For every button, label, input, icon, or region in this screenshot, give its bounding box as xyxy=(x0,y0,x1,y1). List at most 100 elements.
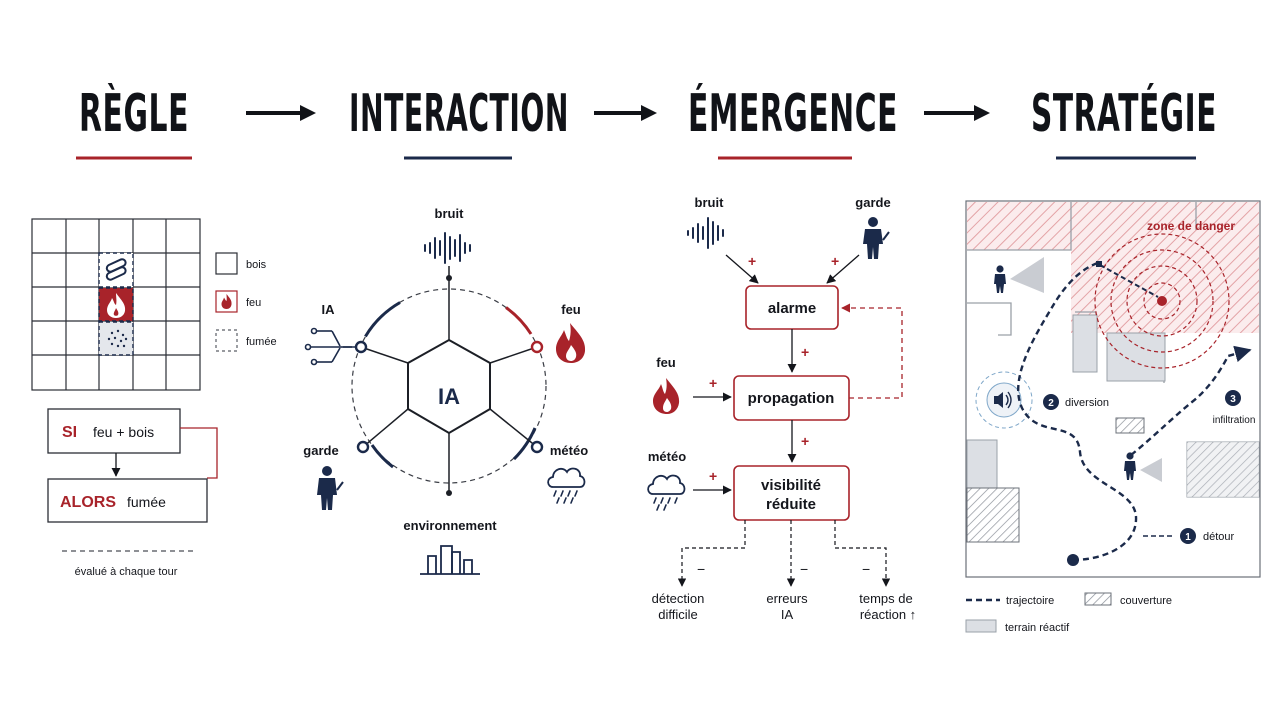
minus-sign: − xyxy=(697,561,705,577)
flame-icon xyxy=(556,323,586,363)
guard-figure-icon xyxy=(863,217,890,259)
output-label-erreurs-2: IA xyxy=(781,607,794,622)
rule-footnote: évalué à chaque tour xyxy=(75,566,178,578)
si-keyword: SI xyxy=(62,424,77,441)
guard-sight-line xyxy=(1099,264,1159,298)
step-title-strategie: STRATÉGIE xyxy=(1031,83,1217,144)
rule-condition-box: SI feu + bois xyxy=(47,408,181,454)
infiltration-path xyxy=(1130,345,1252,456)
cover-area xyxy=(1187,442,1259,497)
output-label-detection-1: détection xyxy=(652,591,705,606)
rule-result-box: ALORS fumée xyxy=(47,478,208,523)
wood-cell xyxy=(98,252,134,288)
cover-area xyxy=(1115,417,1145,434)
flame-icon xyxy=(653,378,680,414)
danger-hatch-area xyxy=(967,202,1071,250)
arc-segment-ia xyxy=(364,301,401,338)
step-label-infiltration: infiltration xyxy=(1213,415,1256,426)
speaker-icon xyxy=(994,391,1012,409)
start-point xyxy=(1067,554,1079,566)
interaction-panel: IA bruit IA feu xyxy=(303,206,588,575)
step-number-2: 2 xyxy=(1048,398,1054,409)
guard-figure-icon xyxy=(317,466,344,510)
emergence-label-meteo: météo xyxy=(648,449,686,464)
legend-label-bois: bois xyxy=(246,259,267,271)
sound-radius-inner xyxy=(986,382,1022,418)
reactive-terrain-block xyxy=(1106,332,1166,382)
fire-cell xyxy=(98,287,134,322)
node-propagation: propagation xyxy=(733,375,850,421)
alors-keyword: ALORS xyxy=(60,494,116,511)
right-arrow-icon xyxy=(246,105,316,121)
interaction-label-ia: IA xyxy=(322,302,336,317)
guard-figure-icon xyxy=(994,265,1006,293)
node-dot-feu xyxy=(530,340,544,354)
step-title-regle: RÈGLE xyxy=(79,83,189,144)
strategy-panel: zone de danger 1 détour xyxy=(965,200,1261,634)
emergence-label-garde: garde xyxy=(855,195,890,210)
vision-cone xyxy=(1140,458,1162,482)
legend-label-trajectoire: trajectoire xyxy=(1006,595,1054,607)
interaction-label-environnement: environnement xyxy=(403,518,497,533)
city-buildings-icon xyxy=(420,545,480,575)
danger-zone-rings xyxy=(1094,233,1230,369)
node-dot-ia xyxy=(354,340,368,354)
plus-sign: + xyxy=(709,468,717,484)
strategy-legend: trajectoire couverture terrain réactif xyxy=(965,592,1172,634)
step-badge-2 xyxy=(1043,394,1059,410)
step-badge-3 xyxy=(1225,390,1241,406)
interaction-dashed-circle xyxy=(351,288,547,484)
plus-sign: + xyxy=(801,344,809,360)
step-title-interaction: INTERACTION xyxy=(349,84,569,144)
arc-segment-meteo xyxy=(512,427,537,461)
node-propagation-label: propagation xyxy=(748,390,835,407)
si-condition: feu + bois xyxy=(93,424,154,440)
reactive-terrain-block xyxy=(1072,314,1098,373)
legend-swatch-fumee xyxy=(215,329,238,352)
output-label-temps-1: temps de xyxy=(859,591,912,606)
output-label-temps-2: réaction ↑ xyxy=(860,607,916,622)
neural-network-icon xyxy=(304,327,352,366)
rule-feedback-line xyxy=(180,427,218,479)
arrow-garde-alarme xyxy=(826,254,860,284)
step-number-1: 1 xyxy=(1185,532,1191,543)
output-label-erreurs-1: erreurs xyxy=(766,591,808,606)
node-visibilite-label-1: visibilité xyxy=(761,477,821,494)
interaction-label-garde: garde xyxy=(303,443,338,458)
vision-cone xyxy=(1010,257,1044,293)
right-arrow-icon xyxy=(924,105,990,121)
rain-cloud-icon xyxy=(547,467,586,504)
legend-label-feu: feu xyxy=(246,297,261,309)
emergence-panel: bruit garde + + alarme + propagation feu xyxy=(647,195,916,622)
feedback-loop-arrow xyxy=(841,303,903,399)
node-dot-meteo xyxy=(530,440,544,454)
danger-center-dot xyxy=(1157,296,1167,306)
rule-legend: bois feu fumée xyxy=(215,252,277,352)
wood-logs-icon xyxy=(105,258,127,281)
emergence-label-feu: feu xyxy=(656,355,676,370)
step-title-emergence: ÉMERGENCE xyxy=(688,83,898,144)
node-alarme-label: alarme xyxy=(768,300,816,317)
sound-wave-icon xyxy=(424,232,471,264)
emergence-label-bruit: bruit xyxy=(695,195,725,210)
plus-sign: + xyxy=(831,253,839,269)
node-dot-environnement xyxy=(446,490,452,496)
arc-segment-garde xyxy=(370,444,394,469)
sound-wave-icon xyxy=(687,217,724,249)
plus-sign: + xyxy=(748,253,756,269)
minus-sign: − xyxy=(862,561,870,577)
right-arrow-icon xyxy=(594,105,657,121)
flame-icon xyxy=(221,294,232,309)
interaction-label-meteo: météo xyxy=(550,443,588,458)
legend-swatch-terrain xyxy=(965,619,997,633)
guard-marker xyxy=(1096,261,1102,267)
rule-panel: bois feu fumée SI feu + bois ALORS fumée… xyxy=(31,218,277,578)
zone-danger-label: zone de danger xyxy=(1147,219,1235,233)
flame-icon xyxy=(107,293,126,318)
legend-swatch-bois xyxy=(215,252,238,275)
output-label-detection-2: difficile xyxy=(658,607,698,622)
legend-label-fumee: fumée xyxy=(246,336,277,348)
sound-radius-outer xyxy=(975,371,1033,429)
alors-result: fumée xyxy=(127,494,166,510)
